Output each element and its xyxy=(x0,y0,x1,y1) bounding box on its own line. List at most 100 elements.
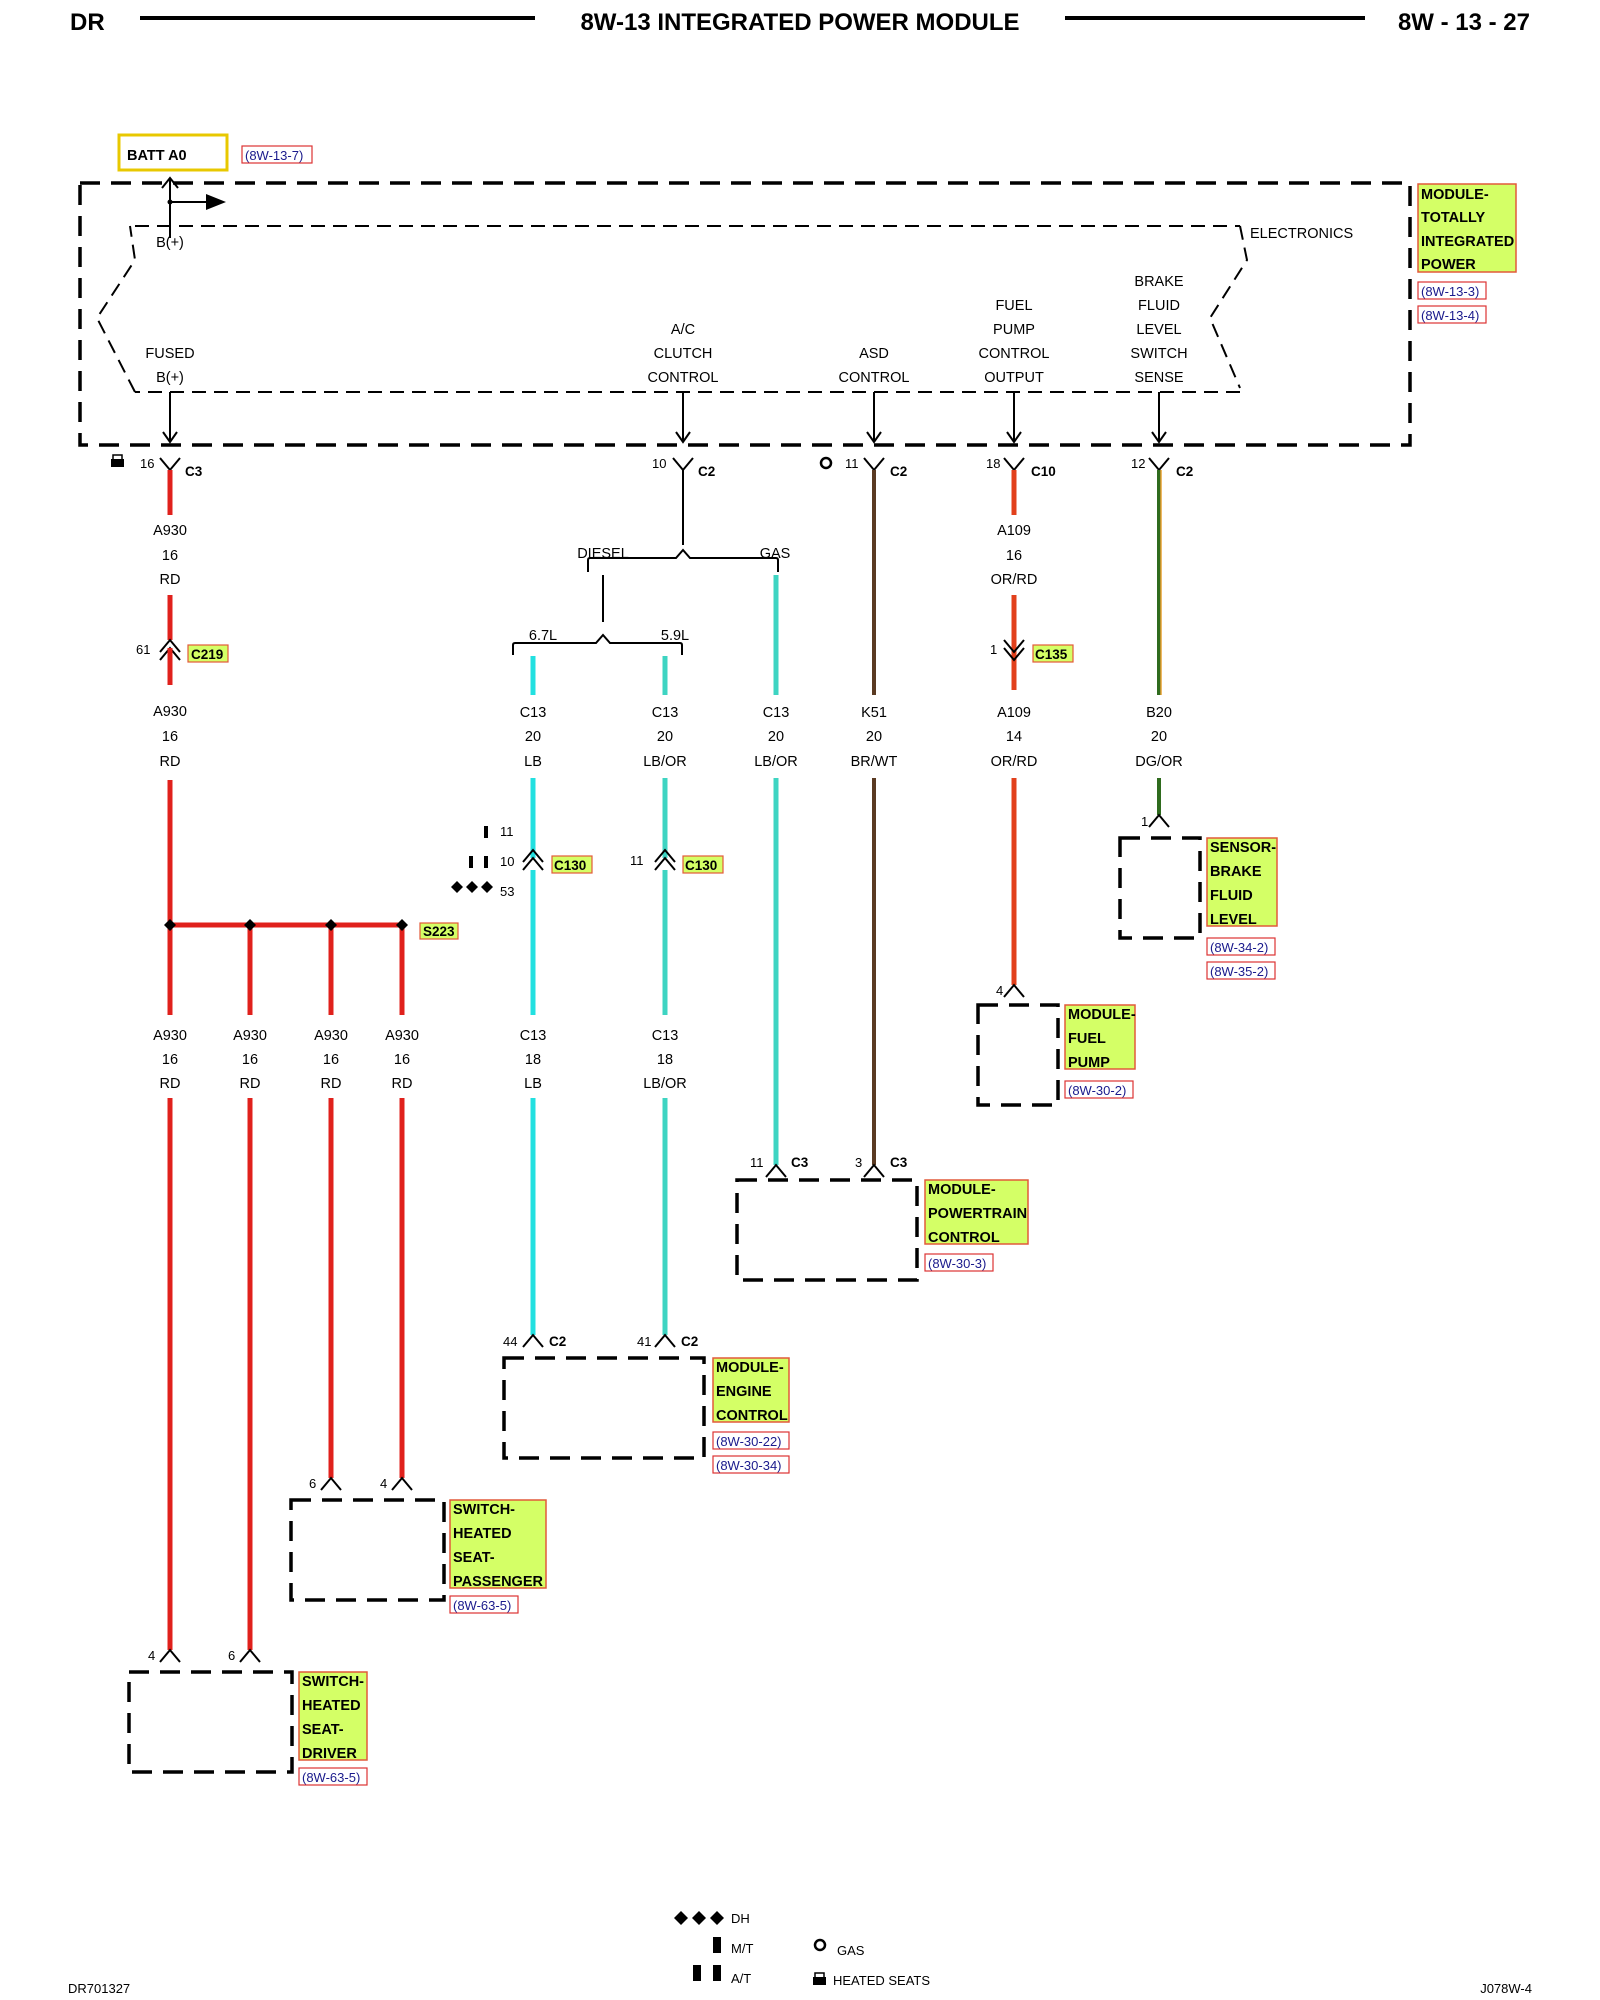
c13-lbor20-1: 20 xyxy=(657,729,673,745)
fuel-pump-box xyxy=(976,1003,1060,1107)
a930-3-0: A930 xyxy=(314,1028,348,1044)
sensor-brake-name-3: LEVEL xyxy=(1210,912,1257,928)
seat-drv-pin1-symbol xyxy=(159,1648,181,1663)
seat-drv-ref-0: (8W-63-5) xyxy=(302,1770,360,1785)
legend-at-icon-a xyxy=(693,1965,701,1981)
seat-drv-label-box xyxy=(298,1671,368,1761)
s223-label-box xyxy=(419,922,459,940)
seat-drv-name-3: DRIVER xyxy=(302,1746,357,1762)
out-ac-2: CONTROL xyxy=(648,370,719,386)
seat-drv-ref-box xyxy=(298,1767,368,1786)
out-brake-2: LEVEL xyxy=(1136,322,1181,338)
c13-lbor20-2: LB/OR xyxy=(643,754,687,770)
pin-asd: 11 xyxy=(845,456,859,471)
footer-image-id: J078W-4 xyxy=(1480,1981,1532,1996)
batt-ref-box xyxy=(241,145,313,164)
c13-lbor20-0: C13 xyxy=(652,705,679,721)
pcm-pin1-symbol xyxy=(765,1163,787,1178)
legend-heated-seats: HEATED SEATS xyxy=(833,1973,930,1988)
out-fuel-0: FUEL xyxy=(995,298,1032,314)
ecm-pin1-symbol xyxy=(522,1333,544,1348)
seat-pass-label-box xyxy=(449,1499,547,1589)
out-fuel-3: OUTPUT xyxy=(984,370,1044,386)
sensor-brake-name-1: BRAKE xyxy=(1210,864,1262,880)
batt-a0-ref: (8W-13-7) xyxy=(245,148,303,163)
sensor-brake-pin: 1 xyxy=(1141,814,1148,829)
sensor-brake-ref-1: (8W-35-2) xyxy=(1210,964,1268,979)
c13-lbor18-2: LB/OR xyxy=(643,1076,687,1092)
ecm-pin-0: 44 xyxy=(503,1334,517,1349)
out-brake-4: SENSE xyxy=(1134,370,1183,386)
split-diesel: DIESEL xyxy=(577,546,629,562)
k51-0: K51 xyxy=(861,705,887,721)
ecm-label-box xyxy=(712,1357,790,1423)
seat-pass-pin2-symbol xyxy=(391,1476,413,1491)
out-brake-0: BRAKE xyxy=(1134,274,1183,290)
c13-gas-1: 20 xyxy=(768,729,784,745)
c130b-label-box xyxy=(682,855,724,874)
bplus-connector-arrow xyxy=(161,176,179,189)
batt-a0-box xyxy=(117,133,229,172)
legend-heated-seats-icon-top xyxy=(814,1972,825,1979)
legend-mt: M/T xyxy=(731,1941,753,1956)
c219-conn: C219 xyxy=(191,647,223,662)
tipm-name-3: POWER xyxy=(1421,257,1476,273)
c13-lb20-1: 20 xyxy=(525,729,541,745)
c13-lb18-0: C13 xyxy=(520,1028,547,1044)
header-left: DR xyxy=(70,9,105,36)
tipm-box xyxy=(78,181,1412,447)
footer-doc-id: DR701327 xyxy=(68,1981,130,1996)
conn-fuel: C10 xyxy=(1031,464,1056,479)
pcm-label-box xyxy=(924,1179,1029,1245)
conn-fused: C3 xyxy=(185,464,203,479)
legend-gas: GAS xyxy=(837,1943,865,1958)
seat-pass-pin-1: 4 xyxy=(380,1476,387,1491)
c130b-pin: 11 xyxy=(630,853,644,868)
ecm-conn-0: C2 xyxy=(549,1334,566,1349)
c13-lb20-0: C13 xyxy=(520,705,547,721)
a930-top-2: RD xyxy=(160,572,181,588)
ecm-ref-1: (8W-30-34) xyxy=(716,1458,782,1473)
legend-gas-icon xyxy=(813,1938,827,1952)
a930-1-1: 16 xyxy=(162,1052,178,1068)
tipm-ref-box-1 xyxy=(1417,305,1487,324)
a930-4-2: RD xyxy=(392,1076,413,1092)
pcm-ref-0: (8W-30-3) xyxy=(928,1256,986,1271)
ecm-name-2: CONTROL xyxy=(716,1408,788,1424)
a930-mid-2: RD xyxy=(160,754,181,770)
split-59l: 5.9L xyxy=(661,628,689,644)
out-brake-3: SWITCH xyxy=(1130,346,1187,362)
a109-bot-2: OR/RD xyxy=(991,754,1038,770)
pin-ac: 10 xyxy=(652,456,666,471)
pin-fuel: 18 xyxy=(986,456,1000,471)
c13-gas-2: LB/OR xyxy=(754,754,798,770)
ecm-ref-0: (8W-30-22) xyxy=(716,1434,782,1449)
internal-leads xyxy=(162,392,1167,444)
a930-2-1: 16 xyxy=(242,1052,258,1068)
fuel-pump-name-1: FUEL xyxy=(1068,1031,1106,1047)
sensor-brake-label-box xyxy=(1206,837,1278,927)
bplus-label: B(+) xyxy=(156,235,184,251)
a930-wires xyxy=(167,470,405,1650)
c13-gas-0: C13 xyxy=(763,705,790,721)
ecm-name-1: ENGINE xyxy=(716,1384,772,1400)
seat-pass-pin1-symbol xyxy=(320,1476,342,1491)
a930-top-0: A930 xyxy=(153,523,187,539)
a930-2-0: A930 xyxy=(233,1028,267,1044)
seat-drv-pin-1: 6 xyxy=(228,1648,235,1663)
seat-pass-pin-0: 6 xyxy=(309,1476,316,1491)
out-asd-0: ASD xyxy=(859,346,889,362)
split-67l: 6.7L xyxy=(529,628,557,644)
a109-bot-0: A109 xyxy=(997,705,1031,721)
c13-lb20-2: LB xyxy=(524,754,542,770)
bplus-node xyxy=(167,199,173,205)
seat-pass-name-2: SEAT- xyxy=(453,1550,495,1566)
b20-0: B20 xyxy=(1146,705,1172,721)
fuel-pump-ref-0: (8W-30-2) xyxy=(1068,1083,1126,1098)
out-fuel-1: PUMP xyxy=(993,322,1035,338)
legend-at-icon-b xyxy=(713,1965,721,1981)
tipm-ref-1: (8W-13-4) xyxy=(1421,308,1479,323)
fuel-pump-pin-symbol xyxy=(1003,983,1025,998)
legend-at: A/T xyxy=(731,1971,751,1986)
